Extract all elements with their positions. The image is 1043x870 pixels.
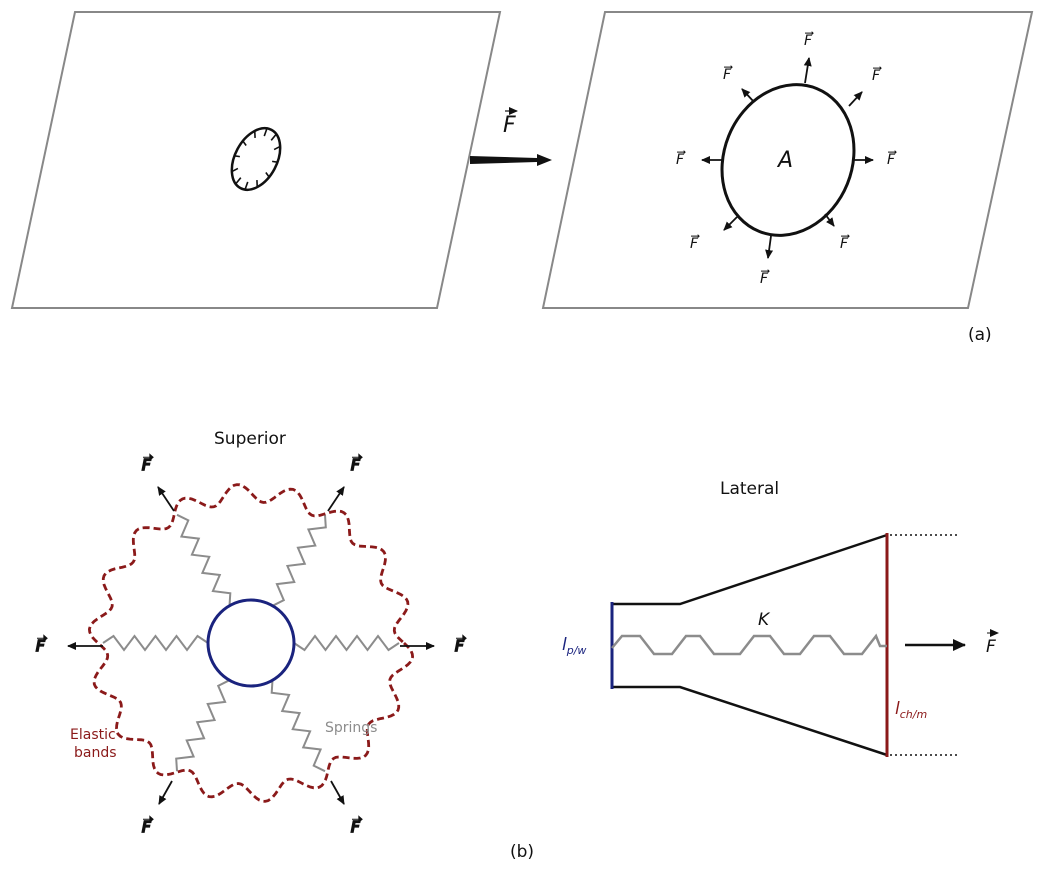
membrane-sheet-left	[10, 11, 502, 309]
force-arrow	[824, 213, 835, 227]
vector-arrowhead-icon	[683, 150, 686, 155]
lateral-force-label: F	[986, 637, 996, 657]
force-arrow	[157, 486, 175, 512]
force-label: F	[36, 637, 45, 655]
panel-a-label: (a)	[968, 325, 992, 345]
force-arrow	[741, 88, 755, 103]
panel-b-label: (b)	[510, 842, 534, 862]
force-label: F	[455, 637, 464, 655]
elastic-bands-label-1: Elastic	[70, 727, 116, 743]
vector-arrowhead-icon	[697, 234, 700, 239]
vector-arrowhead-icon	[149, 453, 154, 462]
membrane-sheet-right	[541, 11, 1034, 309]
hatch-mark	[231, 167, 239, 173]
panel-b-lateral: Lateral K lp/w lch/m F	[562, 479, 999, 757]
vector-arrowhead-icon	[730, 65, 733, 70]
hatch-mark	[273, 145, 281, 151]
funnel-top-edge	[612, 533, 888, 606]
force-label: F	[351, 818, 360, 836]
spring	[293, 634, 400, 652]
hatch-mark	[272, 160, 278, 163]
hatch-mark	[234, 155, 240, 158]
spring	[272, 514, 327, 607]
small-pore	[230, 126, 282, 192]
hatch-mark	[244, 181, 249, 190]
superior-title: Superior	[214, 429, 286, 449]
force-label: F	[804, 33, 813, 49]
vector-arrowhead-icon	[879, 66, 882, 71]
vector-arrowhead-icon	[358, 453, 363, 462]
force-arrow	[723, 216, 738, 231]
elastic-band	[87, 483, 415, 803]
hatch-mark	[242, 140, 247, 146]
force-arrow	[848, 91, 863, 107]
radial-forces-a	[701, 57, 874, 259]
panel-b-superior: Superior F F F F F F Elastic bands Springs	[35, 429, 467, 837]
force-label: F	[723, 67, 732, 83]
hatch-mark	[270, 133, 277, 141]
force-label: F	[760, 271, 769, 287]
force-label: F	[142, 456, 151, 474]
force-arrow	[158, 780, 173, 805]
right-length-label: lch/m	[895, 699, 927, 721]
spring-constant-label: K	[758, 610, 771, 630]
force-label: F	[840, 236, 849, 252]
hatch-mark	[265, 172, 270, 178]
force-label: F	[872, 68, 881, 84]
elastic-bands-label-2: bands	[74, 745, 117, 761]
vector-arrowhead-icon	[43, 634, 48, 643]
spring	[102, 634, 209, 652]
transition-force-label: F	[503, 113, 516, 138]
force-arrow	[327, 486, 345, 512]
force-arrow	[765, 235, 774, 259]
vector-arrowhead-icon	[358, 815, 363, 824]
force-label: F	[887, 152, 896, 168]
vector-arrowhead-icon	[462, 634, 467, 643]
left-length-label: lp/w	[562, 635, 586, 657]
inner-pore-circle	[206, 598, 296, 688]
lateral-spring	[611, 633, 887, 656]
spring	[270, 680, 326, 773]
radial-forces-b: F F F F F F	[35, 453, 467, 837]
force-arrow	[330, 780, 345, 805]
lateral-title: Lateral	[720, 479, 779, 499]
vector-arrowhead-icon	[894, 150, 897, 155]
springs-label: Springs	[325, 720, 377, 736]
vector-arrowhead-icon	[767, 269, 770, 274]
funnel-bottom-edge	[612, 685, 888, 757]
transition-arrow: F	[470, 107, 552, 166]
vector-arrowhead-icon	[149, 815, 154, 824]
enlarged-pore	[720, 83, 856, 237]
force-label: F	[690, 236, 699, 252]
springs-group	[102, 513, 400, 773]
force-label: F	[142, 818, 151, 836]
hatch-mark	[263, 128, 268, 137]
vector-arrowhead-icon	[847, 234, 850, 239]
vector-arrowhead-icon	[811, 31, 814, 36]
spring	[175, 679, 230, 772]
force-label: F	[351, 456, 360, 474]
area-label: A	[776, 148, 793, 173]
panel-a: F A F F F F F F F F (a)	[10, 11, 1034, 345]
force-label: F	[676, 152, 685, 168]
spring	[176, 513, 232, 606]
force-arrow	[803, 57, 812, 84]
hatch-mark	[235, 177, 242, 185]
